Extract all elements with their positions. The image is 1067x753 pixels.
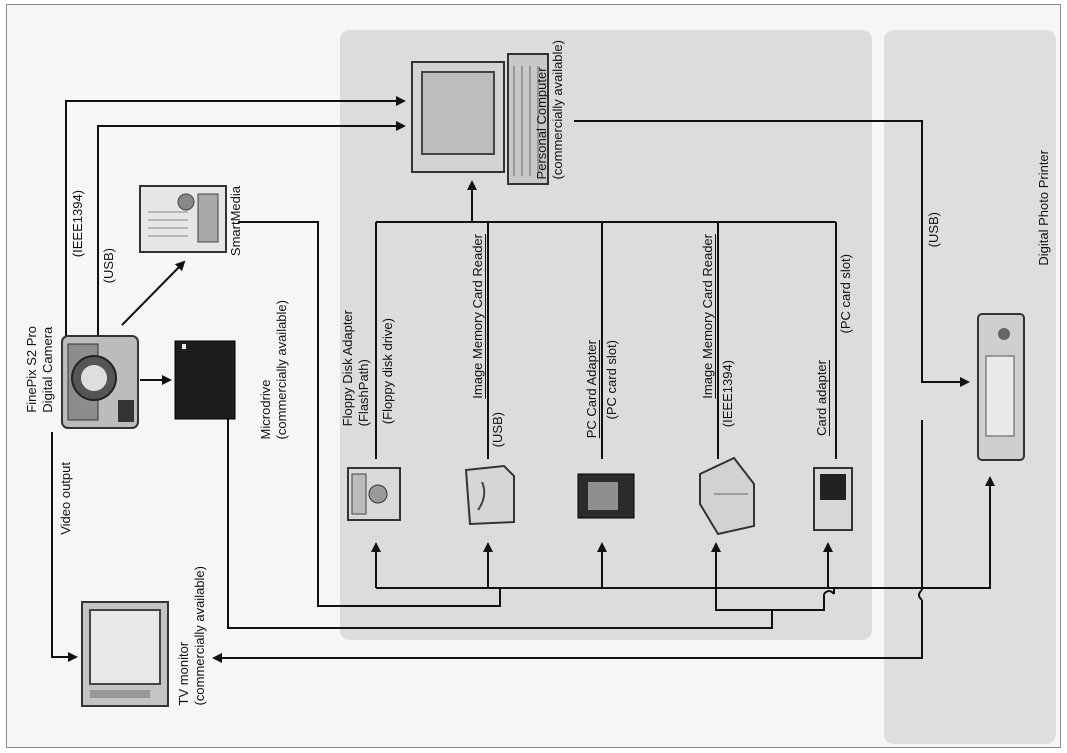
card-reader-ieee-icon <box>699 456 755 536</box>
pc-label: Personal Computer (commercially availabl… <box>534 40 565 180</box>
card-adapter-icon <box>813 467 853 531</box>
personal-computer-icon <box>411 53 549 185</box>
floppy-adapter-label: Floppy Disk Adapter (FlashPath) <box>340 310 371 427</box>
photo-printer-icon <box>977 313 1025 461</box>
printer-zone <box>884 30 1056 744</box>
reader-usb-label: Image Memory Card Reader <box>470 234 485 399</box>
camera-label: FinePix S2 Pro Digital Camera <box>24 326 55 413</box>
video-output-line <box>51 432 78 662</box>
video-output-label: Video output <box>58 462 73 535</box>
ieee1394-line <box>65 96 406 338</box>
card-adapter-label: Card adapter <box>814 360 829 436</box>
reader-usb-sub-label: (USB) <box>490 412 505 448</box>
card-reader-usb-icon <box>464 464 515 526</box>
camera-to-smartmedia-line <box>121 260 186 326</box>
reader-ieee-sub-label: (IEEE1394) <box>720 360 735 428</box>
card-adapter-sub-label: (PC card slot) <box>838 254 853 334</box>
microdrive-icon <box>174 340 236 420</box>
pc-card-adapter-label: PC Card Adapter <box>584 340 599 439</box>
pc-card-adapter-sub-label: (PC card slot) <box>604 340 619 420</box>
smartmedia-label: SmartMedia <box>228 186 243 257</box>
usb-printer-label: (USB) <box>926 212 941 248</box>
usb-camera-label: (USB) <box>101 248 116 284</box>
tv-monitor-label: TV monitor (commercially available) <box>176 566 207 706</box>
usb-printer-line <box>574 120 970 387</box>
smartmedia-route-line <box>238 221 501 607</box>
tv-monitor-icon <box>81 601 169 707</box>
printer-label: Digital Photo Printer <box>1036 150 1051 266</box>
usb-camera-line <box>97 121 406 338</box>
digital-camera-icon <box>61 335 139 429</box>
reader-ieee-label: Image Memory Card Reader <box>700 234 715 399</box>
floppy-adapter-icon <box>347 467 401 521</box>
smartmedia-card-icon <box>139 185 227 253</box>
microdrive-label: Microdrive (commercially available) <box>258 300 289 440</box>
pc-card-adapter-icon <box>577 473 635 519</box>
microdrive-route-line <box>227 418 773 629</box>
floppy-drive-label: (Floppy disk drive) <box>380 318 395 425</box>
ieee1394-label: (IEEE1394) <box>70 190 85 258</box>
